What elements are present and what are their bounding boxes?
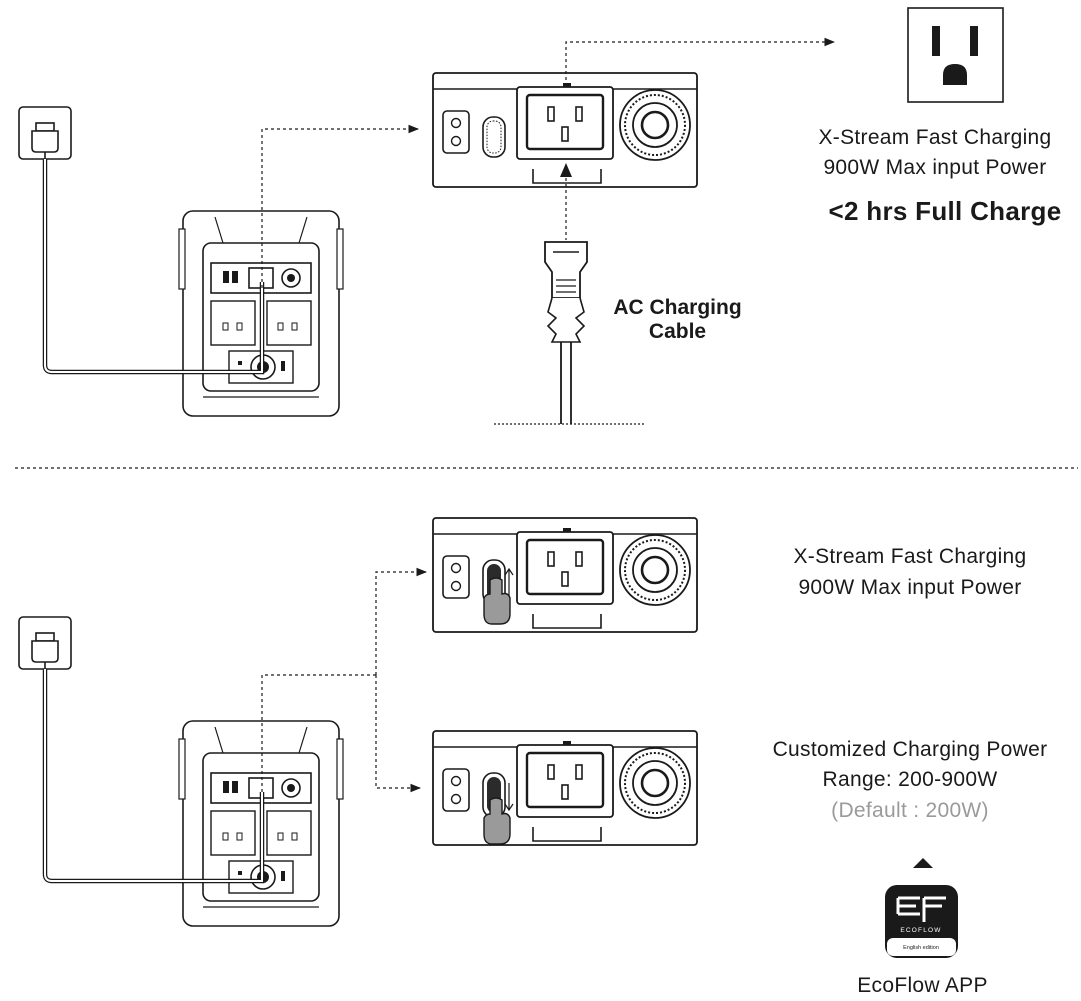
ecoflow-app-icon: ECOFLOW English edition (885, 885, 958, 958)
cable-label-line1: AC Charging (613, 296, 742, 319)
default-power-label: (Default : 200W) (831, 799, 989, 822)
arrow-up-icon (504, 567, 514, 596)
ecoflow-app-label: EcoFlow APP (857, 974, 988, 997)
bottom-max-input-label: 900W Max input Power (798, 576, 1022, 599)
dotted-arrow-fast (375, 567, 428, 675)
app-icon-edition: English edition (903, 945, 939, 951)
full-charge-time: <2 hrs Full Charge (828, 196, 1062, 226)
triangle-up-icon (913, 858, 933, 868)
inlet-panel-custom (431, 729, 699, 847)
bottom-fast-charging-label: X-Stream Fast Charging (793, 545, 1027, 568)
power-range-label: Range: 200-900W (822, 768, 998, 791)
ac-charging-cable (494, 163, 646, 425)
dotted-arrow-panel (261, 124, 420, 288)
dotted-arrow-custom (375, 675, 422, 793)
wall-outlet-icon-2 (18, 616, 72, 670)
wall-socket-icon (907, 7, 1004, 103)
top-fast-charging-label: X-Stream Fast Charging (818, 126, 1052, 149)
dotted-arrow-outlet (565, 37, 836, 86)
cable-label-line2: Cable (648, 320, 707, 343)
wall-outlet-icon (18, 106, 72, 160)
app-icon-text: ECOFLOW (900, 927, 941, 934)
custom-power-label: Customized Charging Power (772, 738, 1048, 761)
top-max-input-label: 900W Max input Power (823, 156, 1047, 179)
arrow-down-icon (504, 783, 514, 812)
inlet-panel-fast (431, 516, 699, 634)
